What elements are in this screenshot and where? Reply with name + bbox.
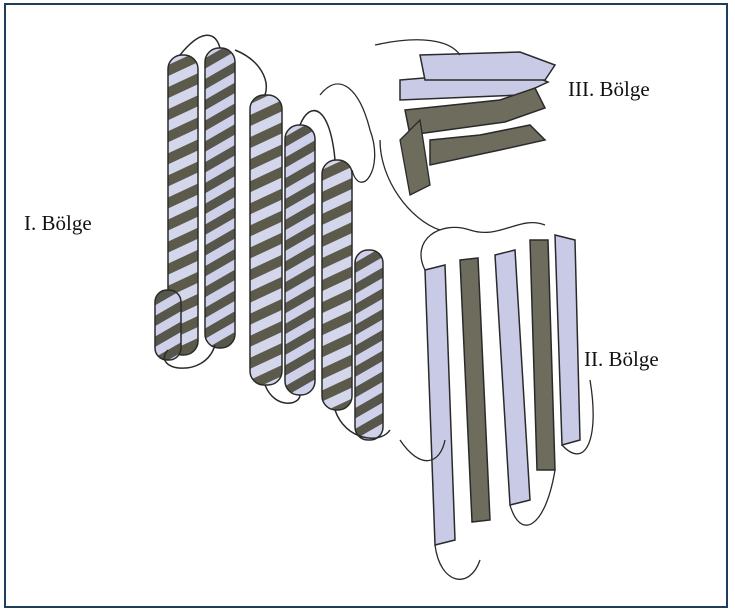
strand-2a <box>425 265 455 545</box>
loop-3a <box>375 40 460 55</box>
helix-6 <box>355 250 383 440</box>
loop-2 <box>235 50 266 95</box>
region-1-label: I. Bölge <box>24 211 92 236</box>
region-3-beta-sheet <box>375 40 555 230</box>
region-1-helix-bundle <box>155 35 390 440</box>
helix-5 <box>322 160 352 410</box>
helix-4 <box>285 125 315 395</box>
loop-2b <box>435 545 480 579</box>
region-3-label: III. Bölge <box>568 77 650 102</box>
region-2-label: II. Bölge <box>584 347 659 372</box>
strand-2e <box>555 235 580 445</box>
loop-2a <box>421 223 545 270</box>
helix-3 <box>250 95 282 385</box>
strand-2d <box>530 240 555 470</box>
strand-3c <box>420 52 555 80</box>
region-2-beta-sandwich <box>400 223 593 580</box>
strand-2c <box>495 250 530 505</box>
strand-2b <box>460 258 490 522</box>
strand-3d <box>430 125 545 165</box>
helix-2 <box>205 48 235 348</box>
helix-7 <box>155 290 181 360</box>
